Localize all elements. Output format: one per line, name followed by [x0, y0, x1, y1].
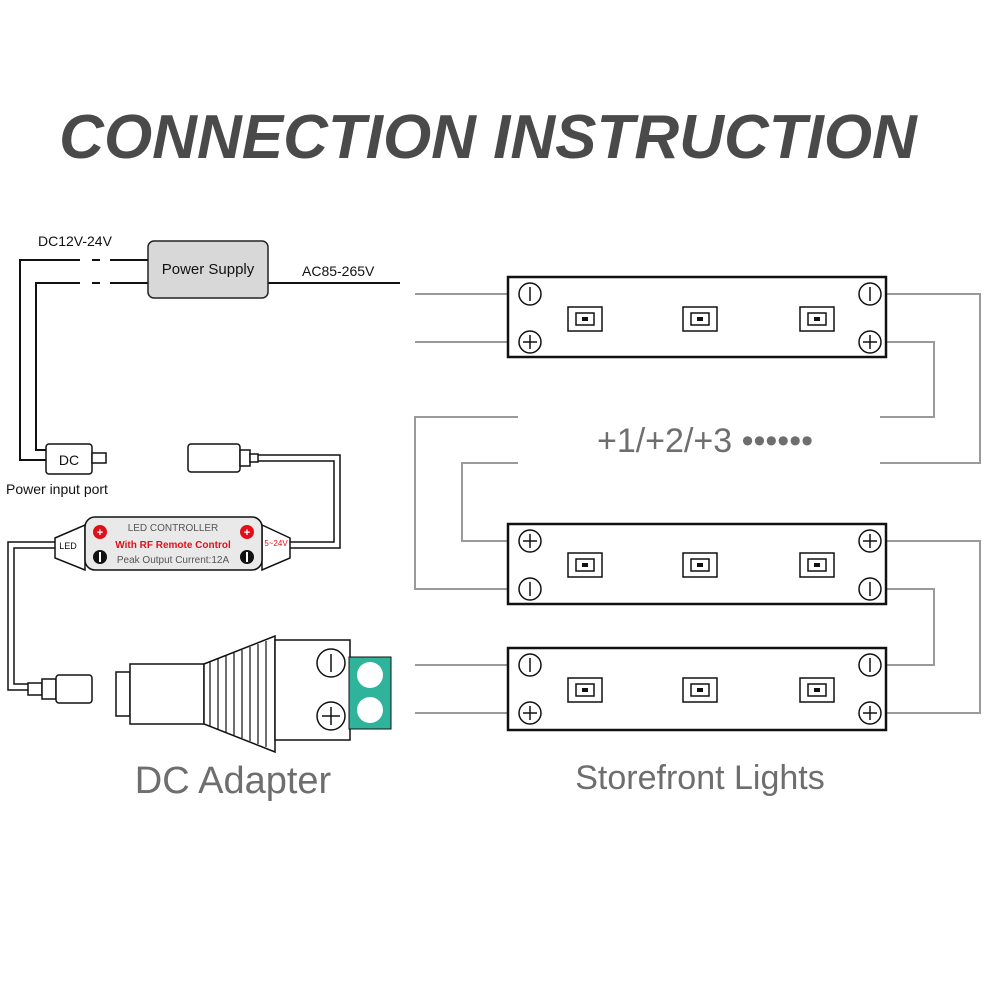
dc-adapter: [115, 634, 351, 754]
storefront-lights-label: Storefront Lights: [575, 759, 824, 797]
controller-plus-left-icon: [93, 525, 107, 539]
strip-1-minus-right-icon: [858, 282, 882, 306]
controller-peak-label: Peak Output Current:12A: [117, 555, 230, 566]
adapter-minus-icon: [316, 648, 346, 678]
dc-adapter-label: DC Adapter: [135, 760, 332, 802]
light-strip-2: [506, 522, 888, 606]
strip-2-led-1: [567, 552, 603, 578]
light-strip-3: [506, 646, 888, 732]
power-input-port-label: Power input port: [6, 481, 108, 497]
controller-led-label: LED: [59, 541, 77, 551]
controller-output-wire: [7, 541, 55, 691]
strip-2-led-2: [682, 552, 718, 578]
controller-rf-label: With RF Remote Control: [115, 540, 231, 551]
strip-3-plus-left-icon: [518, 701, 542, 725]
diagram-title: CONNECTION INSTRUCTION: [59, 103, 918, 172]
dc-voltage-label: DC12V-24V: [38, 233, 113, 249]
power-supply-box: [147, 240, 269, 299]
dc-plug-label: DC: [59, 452, 79, 468]
led-controller: [54, 516, 291, 572]
adapter-terminal-block: [348, 656, 392, 730]
dc-male-connector: [27, 674, 93, 704]
strip-1-led-3: [799, 306, 835, 332]
svg-text:+: +: [244, 527, 250, 539]
strip-3-plus-right-icon: [858, 701, 882, 725]
strip-1-led-1: [567, 306, 603, 332]
adapter-plus-icon: [316, 701, 346, 731]
strip-2-plus-right-icon: [858, 529, 882, 553]
ac-voltage-label: AC85-265V: [302, 263, 375, 279]
controller-input-wire: [258, 454, 341, 549]
dc-output-wire: [19, 259, 148, 461]
svg-text:+: +: [97, 527, 103, 539]
strip-1-plus-left-icon: [518, 330, 542, 354]
strip-1-plus-right-icon: [858, 330, 882, 354]
strip-3-minus-left-icon: [518, 653, 542, 677]
controller-name: LED CONTROLLER: [128, 523, 219, 534]
strip-1-minus-left-icon: [518, 282, 542, 306]
dc-plug-pin: [91, 452, 107, 464]
repeat-label: +1/+2/+3 ••••••: [597, 422, 813, 460]
strip-2-minus-left-icon: [518, 577, 542, 601]
dc-female-connector: [187, 443, 259, 473]
strip-3-minus-right-icon: [858, 653, 882, 677]
strip-2-minus-right-icon: [858, 577, 882, 601]
controller-plus-right-icon: [240, 525, 254, 539]
strip-2-plus-left-icon: [518, 529, 542, 553]
controller-volt-label: 5~24V: [264, 539, 288, 548]
power-supply-label: Power Supply: [162, 261, 255, 278]
strip-wiring: [414, 293, 981, 714]
strip-1-led-2: [682, 306, 718, 332]
strip-3-led-1: [567, 677, 603, 703]
light-strip-1: [506, 275, 888, 359]
strip-3-led-3: [799, 677, 835, 703]
strip-2-led-3: [799, 552, 835, 578]
strip-3-led-2: [682, 677, 718, 703]
